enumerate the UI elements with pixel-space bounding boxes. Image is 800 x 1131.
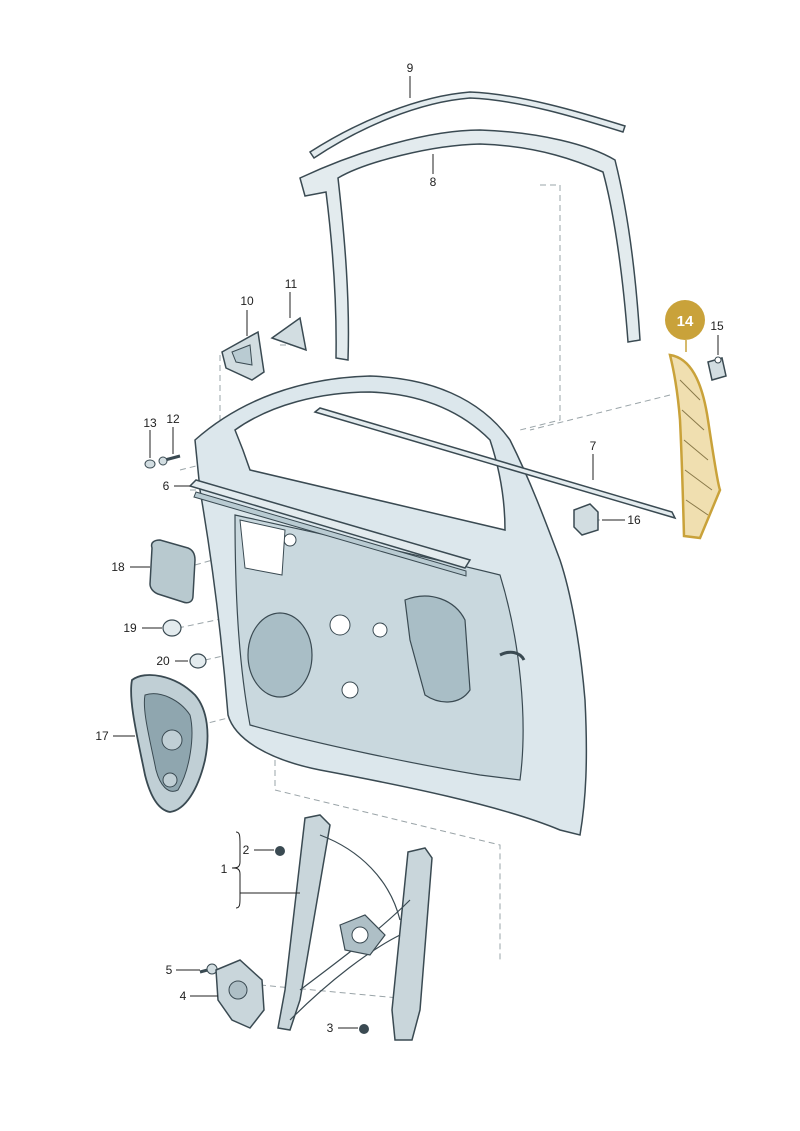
cover-part-18 (149, 539, 196, 604)
callout-15: 15 (710, 319, 724, 333)
window-frame-seal-part-8 (299, 129, 641, 361)
callout-5: 5 (166, 963, 173, 977)
callout-8: 8 (430, 175, 437, 189)
callout-17: 17 (95, 729, 109, 743)
highlighted-callout-14: 14 (665, 300, 705, 340)
nut-part-2 (275, 846, 285, 856)
callout-16: 16 (627, 513, 641, 527)
callout-3: 3 (327, 1021, 334, 1035)
callout-11: 11 (285, 277, 298, 291)
cap-part-13 (144, 459, 156, 469)
window-motor-part-4 (215, 959, 265, 1029)
callout-6: 6 (163, 479, 170, 493)
bolt-part-12 (158, 454, 181, 466)
callout-1: 1 (221, 862, 228, 876)
callout-13: 13 (143, 416, 157, 430)
mirror-bracket-part-10 (221, 330, 265, 381)
window-regulator-part-1 (277, 814, 433, 1041)
nut-part-3 (359, 1024, 369, 1034)
highlight-badge (665, 300, 705, 340)
mirror-trim-part-11 (270, 316, 307, 352)
callout-7: 7 (590, 439, 597, 453)
highlighted-trim-part-14 (668, 340, 722, 540)
clip-part-15 (707, 356, 727, 381)
plug-part-19 (162, 619, 182, 637)
leader-lines (113, 76, 719, 1029)
highlight-label: 14 (677, 313, 694, 330)
callout-19: 19 (123, 621, 137, 635)
door-shell (194, 375, 588, 836)
roof-moulding-part-9 (308, 91, 626, 160)
callout-18: 18 (111, 560, 125, 574)
callout-4: 4 (180, 989, 187, 1003)
waistline-seal-part-6 (188, 479, 472, 577)
callout-10: 10 (240, 294, 254, 308)
plug-part-20 (189, 653, 207, 669)
callout-12: 12 (166, 412, 180, 426)
callout-2: 2 (243, 843, 250, 857)
trim-carrier-part-17 (130, 674, 209, 813)
bolt-part-5 (199, 963, 218, 975)
bracket-part-16 (573, 503, 599, 536)
callout-labels: 9 8 10 11 15 13 12 7 6 16 18 19 20 17 2 … (95, 61, 724, 1035)
callout-20: 20 (156, 654, 170, 668)
window-channel-part-7 (313, 407, 677, 520)
callout-9: 9 (407, 61, 414, 75)
